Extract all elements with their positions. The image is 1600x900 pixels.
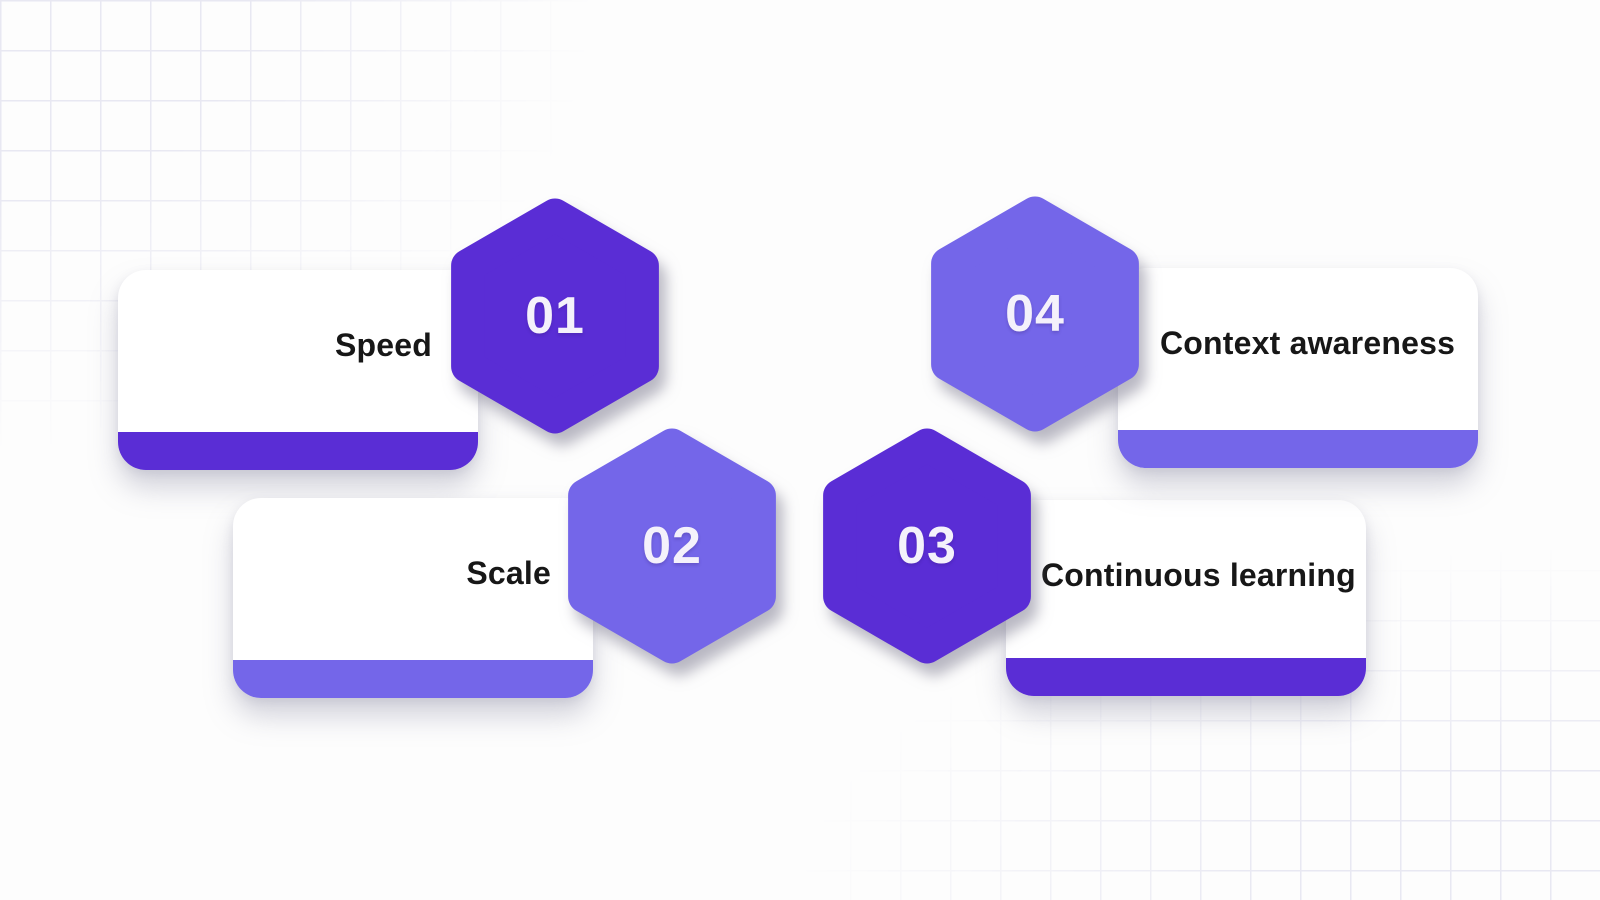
hexagon-badge-02: 02 (568, 426, 776, 666)
feature-label-speed: Speed (334, 326, 432, 363)
feature-card-speed: Speed (118, 270, 478, 470)
feature-label-continuous-learning: Continuous learning (1041, 556, 1356, 593)
feature-label-scale: Scale (466, 554, 551, 591)
feature-card-continuous-learning: Continuous learning (1006, 500, 1366, 696)
hexagon-badge-03: 03 (823, 426, 1031, 666)
hexagon-icon (568, 428, 776, 664)
feature-number: 03 (897, 517, 957, 575)
hexagon-icon (931, 196, 1139, 432)
hexagon-badge-01: 01 (451, 196, 659, 436)
card-accent-bar (1006, 658, 1366, 696)
feature-card-scale: Scale (233, 498, 593, 698)
feature-number: 02 (642, 517, 702, 575)
hexagon-badge-04: 04 (931, 194, 1139, 434)
feature-card-context-awareness: Context awareness (1118, 268, 1478, 468)
card-accent-bar (1118, 430, 1478, 468)
feature-number: 04 (1005, 285, 1065, 343)
feature-label-context-awareness: Context awareness (1160, 324, 1456, 361)
feature-number: 01 (525, 287, 585, 345)
card-accent-bar (233, 660, 593, 698)
hexagon-icon (451, 198, 659, 434)
hexagon-icon (823, 428, 1031, 664)
card-accent-bar (118, 432, 478, 470)
